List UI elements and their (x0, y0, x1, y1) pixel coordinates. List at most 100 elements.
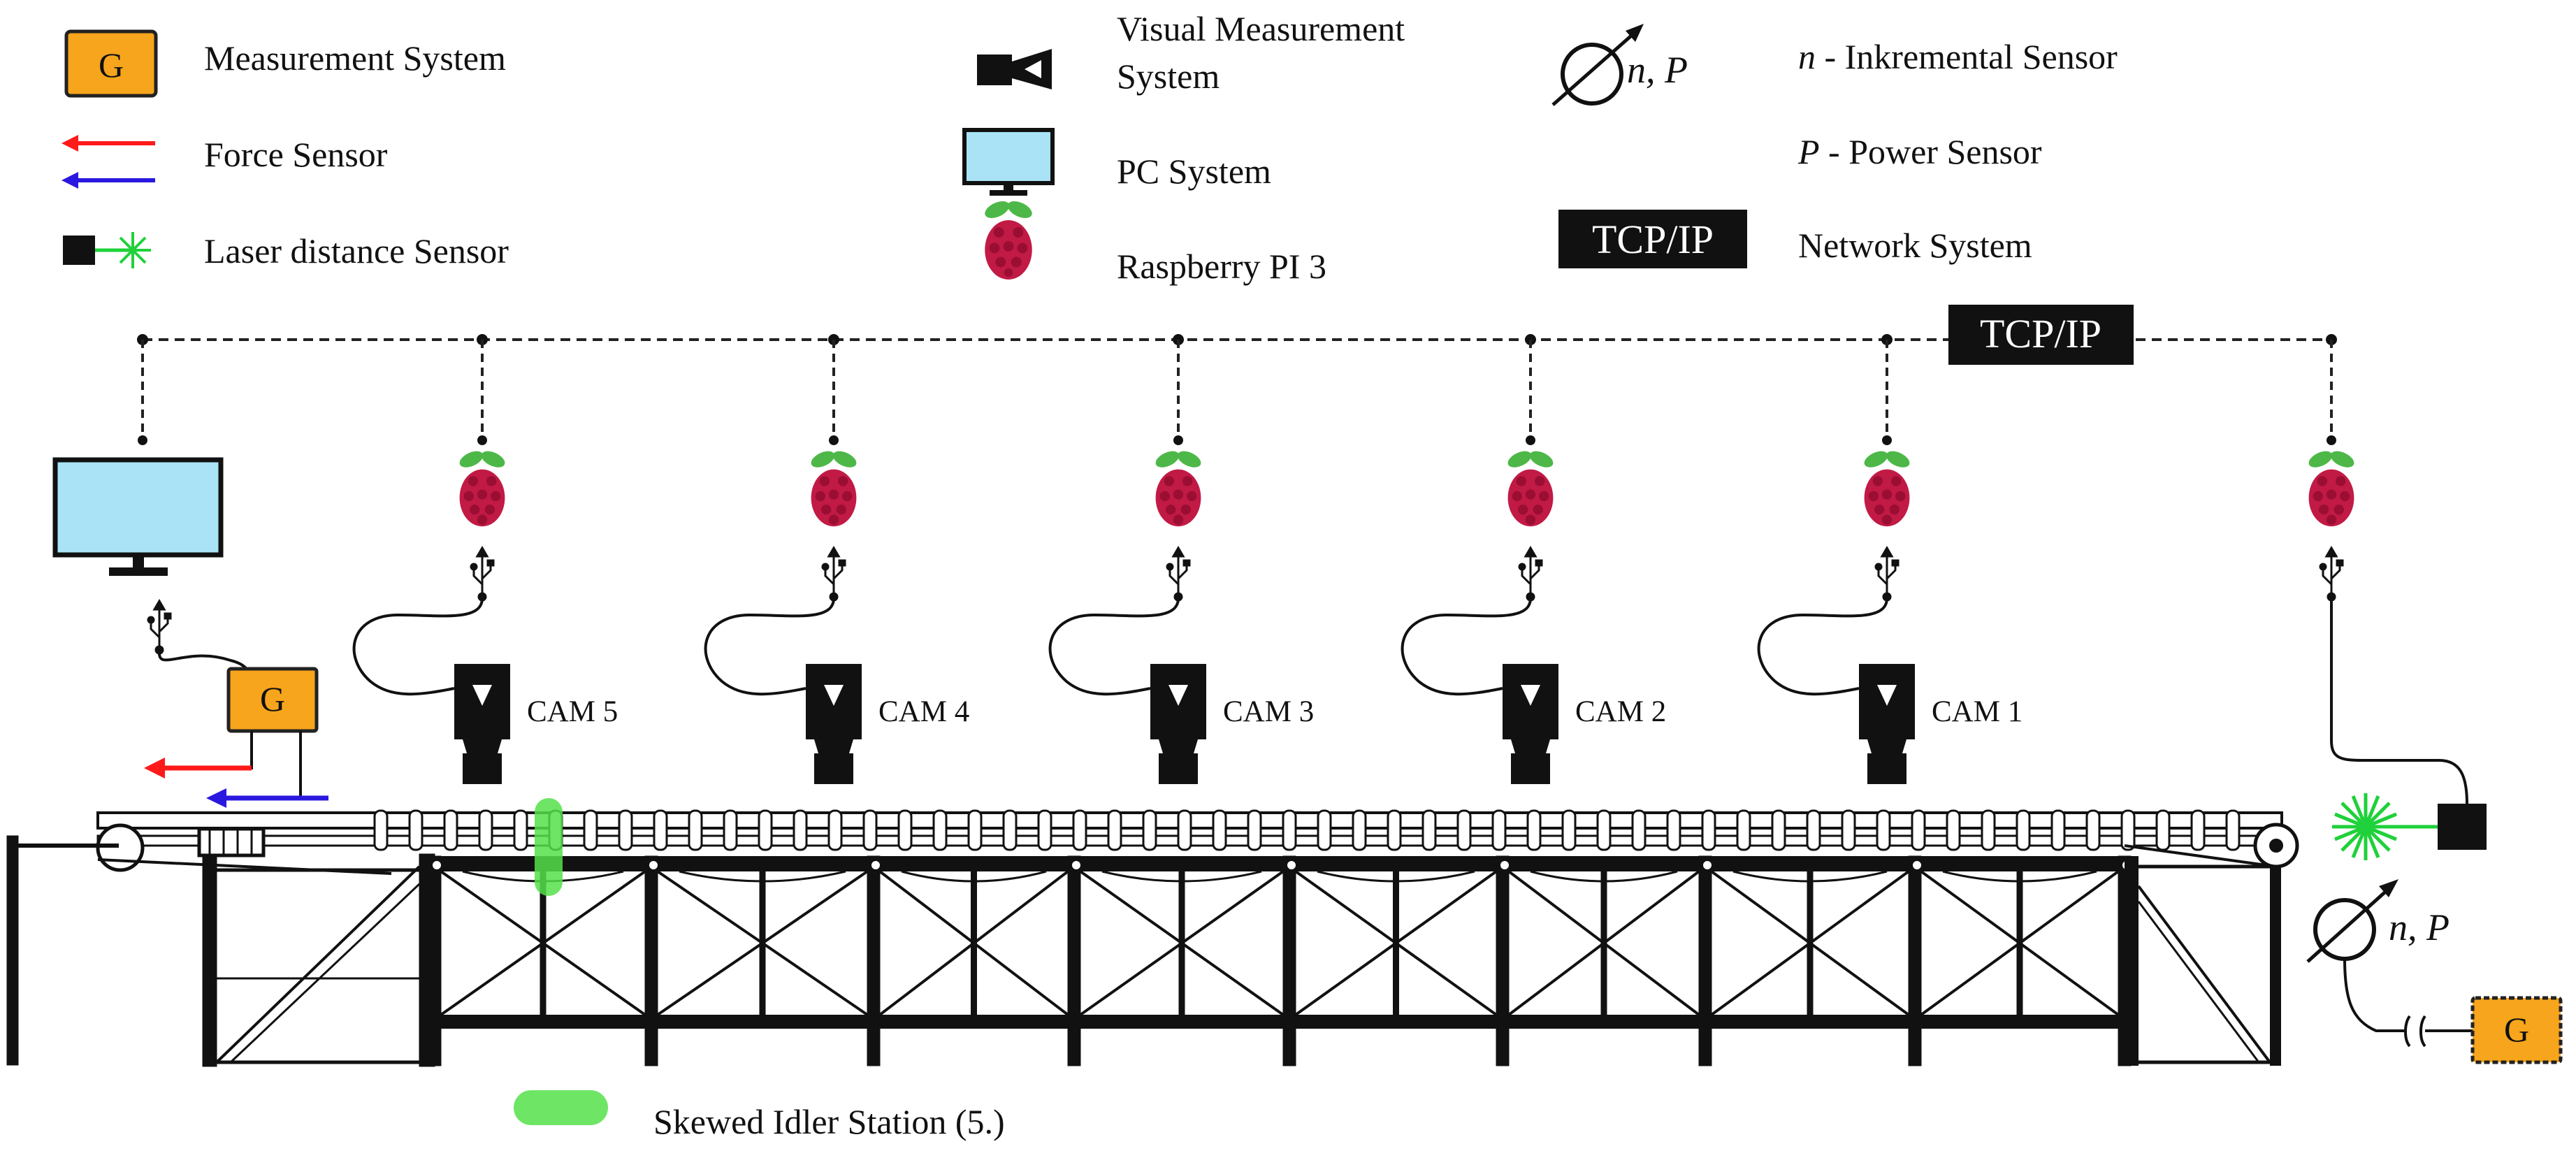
idler-roller (1072, 809, 1087, 851)
legend-measurement-box-icon: G (64, 29, 158, 98)
truss-mid-post (2016, 871, 2023, 1015)
idler-roller (1212, 809, 1227, 851)
laser-sensor-body (2438, 804, 2487, 850)
idler-roller (1352, 809, 1367, 851)
truss-post (644, 855, 658, 1066)
idler-roller (443, 809, 458, 851)
legend-pc-system-label: PC System (1117, 152, 1271, 191)
camera-label: CAM 5 (527, 695, 618, 728)
legend-power-sensor: P - Power Sensor (1797, 132, 2042, 171)
idler-roller (2050, 809, 2066, 851)
idler-roller (758, 809, 773, 851)
legend-force-sensor-label: Force Sensor (204, 135, 388, 174)
idler-roller (1317, 809, 1332, 851)
usb-icon (147, 599, 172, 655)
left-measurement-box: G (226, 667, 319, 733)
idler-roller (1526, 809, 1542, 851)
truss-post (1067, 855, 1081, 1066)
legend-power-label: - Power Sensor (1820, 132, 2042, 171)
idler-roller (1946, 809, 1961, 851)
idler-roller (827, 809, 843, 851)
idler-roller (1981, 809, 1996, 851)
idler-roller (513, 809, 528, 851)
idler-roller (1247, 809, 1262, 851)
legend-tcp-ip-text: TCP/IP (1592, 217, 1714, 262)
usb-icon (821, 546, 846, 602)
legend-force-arrows-icon (61, 135, 155, 189)
usb-icon (2319, 546, 2344, 602)
truss-mid-post (971, 871, 977, 1015)
usb-icon (470, 546, 495, 602)
idler-roller (2085, 809, 2101, 851)
idler-roller (478, 809, 493, 851)
idler-roller (1561, 809, 1577, 851)
rotary-sensor-label: n, P (2389, 906, 2450, 948)
legend-incremental-sensor: n - Inkremental Sensor (1798, 37, 2118, 76)
idler-roller (1421, 809, 1437, 851)
legend-rotary-sensor-icon: n, P (1551, 24, 1688, 106)
idler-roller (1771, 809, 1786, 851)
camera-label: CAM 4 (878, 695, 969, 728)
laser-beam-icon (2332, 793, 2399, 860)
right-measurement-symbol: G (2504, 1010, 2529, 1049)
idler-roller (1491, 809, 1507, 851)
camera-icon (1150, 664, 1206, 784)
truss-mid-post (759, 871, 766, 1015)
truss-post (1908, 855, 1922, 1066)
idler-roller (1631, 809, 1647, 851)
legend-visual-system-label-line2: System (1117, 57, 1220, 96)
main-truss (428, 855, 2132, 1066)
truss-post (1282, 855, 1296, 1066)
idler-roller (862, 809, 878, 851)
pc-usb-icon (147, 599, 172, 655)
idler-roller (2120, 809, 2136, 851)
legend-tcp-ip-badge: TCP/IP (1558, 210, 1747, 268)
truss-mid-post (1600, 871, 1607, 1015)
idler-roller (2225, 809, 2241, 851)
camera-station: CAM 3 (1048, 340, 1314, 784)
raspberry-pi-icon (811, 451, 857, 527)
network-tcp-ip-text: TCP/IP (1980, 311, 2101, 356)
network-tcp-ip-badge: TCP/IP (1948, 305, 2134, 365)
idler-roller (583, 809, 598, 851)
truss-post (867, 855, 881, 1066)
truss-post (1496, 855, 1510, 1066)
idler-roller (1806, 809, 1821, 851)
camera-label: CAM 2 (1575, 695, 1666, 728)
camera-stations: CAM 5 CAM 4 CAM 3 CAM 2 CAM 1 (352, 340, 2023, 784)
legend-measurement-system-label: Measurement System (204, 38, 506, 78)
legend-rotary-sensor-symbol: n, P (1627, 49, 1688, 91)
idler-roller (1841, 809, 1856, 851)
idler-roller (1107, 809, 1122, 851)
idler-roller (1701, 809, 1716, 851)
idler-roller (653, 809, 668, 851)
idler-roller (1037, 809, 1052, 851)
idler-roller (2016, 809, 2031, 851)
idler-roller (1142, 809, 1157, 851)
raspberry-pi-icon (1507, 451, 1554, 527)
legend-monitor-icon (962, 128, 1055, 196)
camera-label: CAM 1 (1932, 695, 2023, 728)
usb-icon (1166, 546, 1191, 602)
network-bus: TCP/IP (137, 305, 2337, 445)
idler-roller (1911, 809, 1926, 851)
legend-laser-sensor-icon (63, 232, 151, 268)
idler-roller (1002, 809, 1018, 851)
force-sensor-arrows (144, 731, 328, 808)
idler-roller (1876, 809, 1891, 851)
skewed-idler-highlight (535, 798, 563, 896)
truss-mid-post (1393, 871, 1399, 1015)
legend-network-system-label: Network System (1798, 226, 2032, 265)
idler-roller (1456, 809, 1472, 851)
idler-roller (688, 809, 703, 851)
right-measurement-box: G (2470, 996, 2563, 1064)
idler-roller (2190, 809, 2206, 851)
idler-roller (932, 809, 948, 851)
left-measurement-symbol: G (260, 679, 285, 718)
camera-station: CAM 1 (1757, 340, 2023, 784)
camera-icon (1503, 664, 1558, 784)
idler-roller (1596, 809, 1612, 851)
idler-roller (1736, 809, 1751, 851)
idler-roller (618, 809, 633, 851)
